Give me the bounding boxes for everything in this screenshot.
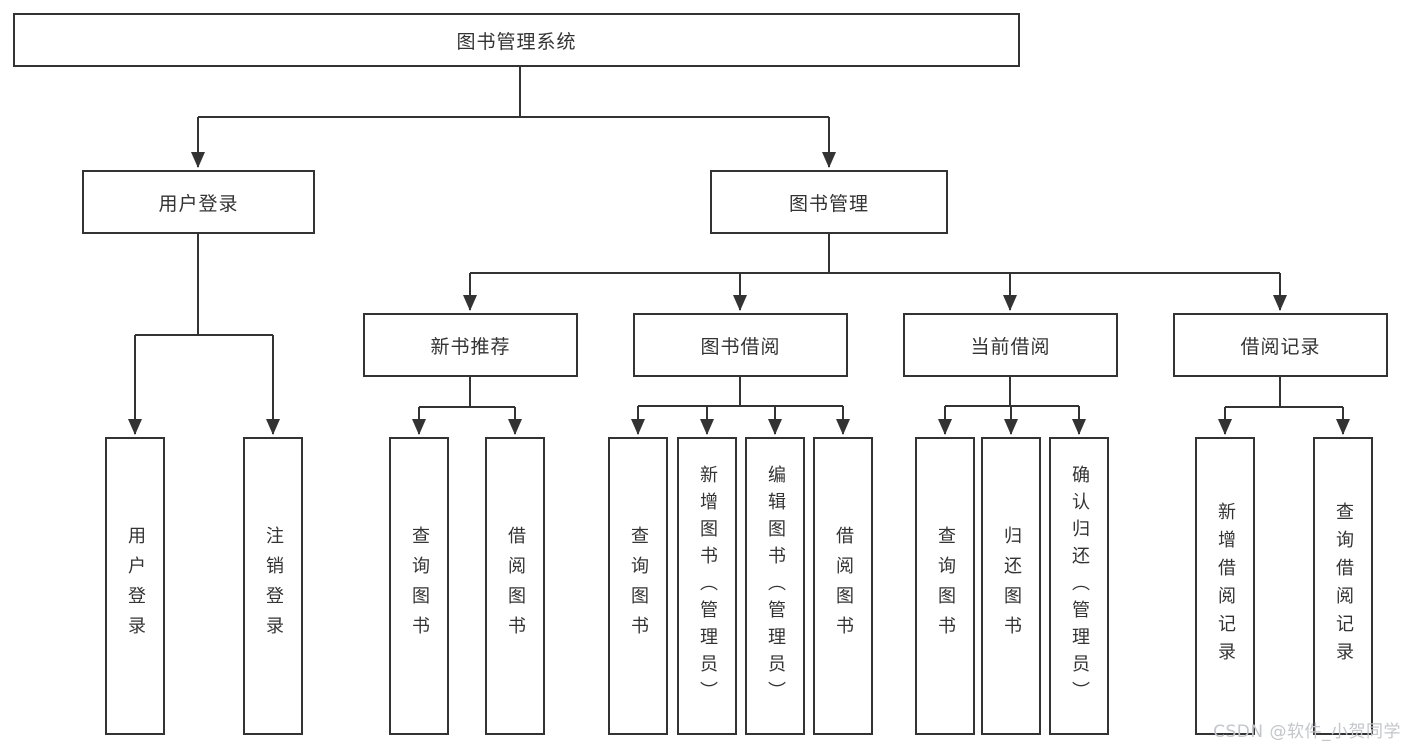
node-label: 借阅图书: [505, 526, 526, 646]
node-book-borrow: 图书借阅: [633, 313, 848, 377]
leaf-return-books: 归还图书: [981, 437, 1041, 735]
node-current-borrow: 当前借阅: [903, 313, 1118, 377]
node-label: 编辑图书（管理员）: [765, 464, 786, 708]
node-label: 查询图书: [409, 526, 430, 646]
node-label: 新增图书（管理员）: [697, 464, 718, 708]
node-label: 查询借阅记录: [1333, 502, 1354, 670]
node-borrow-records: 借阅记录: [1173, 313, 1388, 377]
node-label: 用户登录: [125, 526, 146, 646]
node-label: 查询图书: [628, 526, 649, 646]
node-label: 确认归还（管理员）: [1069, 464, 1090, 708]
node-label: 新增借阅记录: [1215, 502, 1236, 670]
leaf-confirm-return-admin: 确认归还（管理员）: [1049, 437, 1109, 735]
leaf-user-login: 用户登录: [105, 437, 165, 735]
node-label: 图书借阅: [700, 335, 781, 358]
node-label: 图书管理: [788, 192, 869, 215]
node-label: 借阅图书: [833, 526, 854, 646]
node-label: 借阅记录: [1240, 335, 1321, 358]
node-new-book-recommend: 新书推荐: [363, 313, 578, 377]
leaf-add-borrow-record: 新增借阅记录: [1195, 437, 1255, 735]
leaf-edit-books-admin: 编辑图书（管理员）: [745, 437, 805, 735]
leaf-borrow-books-recommend: 借阅图书: [485, 437, 545, 735]
node-root-library-system: 图书管理系统: [13, 13, 1020, 67]
node-label: 归还图书: [1001, 526, 1022, 646]
node-label: 图书管理系统: [456, 30, 577, 53]
node-label: 注销登录: [263, 526, 284, 646]
csdn-watermark: CSDN @软件_小贺同学: [1213, 722, 1401, 742]
leaf-query-books-borrow: 查询图书: [608, 437, 668, 735]
leaf-borrow-books: 借阅图书: [813, 437, 873, 735]
node-label: 新书推荐: [430, 335, 511, 358]
leaf-add-books-admin: 新增图书（管理员）: [677, 437, 737, 735]
leaf-logout: 注销登录: [243, 437, 303, 735]
leaf-query-books-recommend: 查询图书: [389, 437, 449, 735]
leaf-query-borrow-record: 查询借阅记录: [1313, 437, 1373, 735]
node-label: 查询图书: [935, 526, 956, 646]
node-book-management: 图书管理: [710, 170, 948, 234]
node-label: 当前借阅: [970, 335, 1051, 358]
node-label: 用户登录: [158, 192, 239, 215]
node-user-login: 用户登录: [82, 170, 315, 234]
leaf-query-books-current: 查询图书: [915, 437, 975, 735]
